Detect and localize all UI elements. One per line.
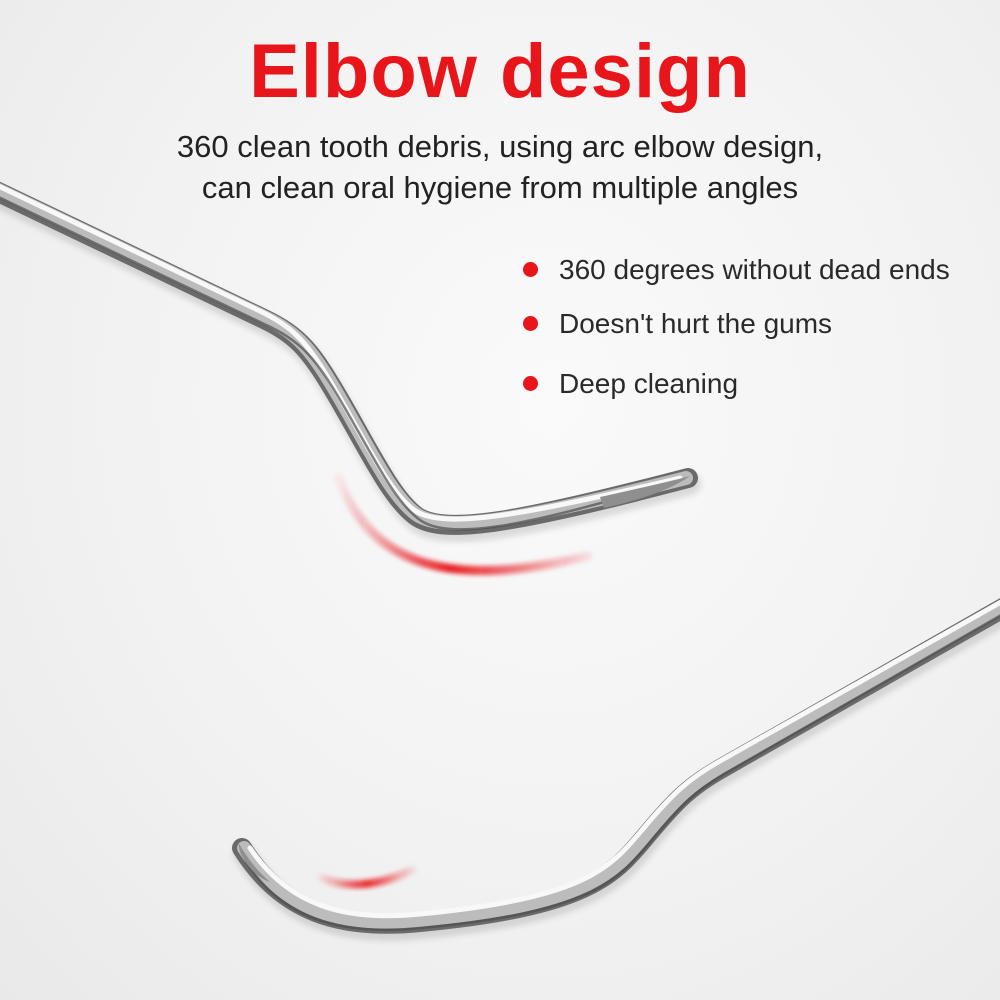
- bullet-dot-icon: [523, 262, 538, 277]
- lower-motion-arc: [318, 866, 416, 889]
- feature-label: 360 degrees without dead ends: [559, 254, 950, 285]
- subtitle: 360 clean tooth debris, using arc elbow …: [0, 126, 1000, 208]
- lower-hook-tool: [232, 598, 1000, 941]
- bullet-dot-icon: [523, 316, 538, 331]
- feature-label: Doesn't hurt the gums: [559, 308, 833, 339]
- subtitle-line-2: can clean oral hygiene from multiple ang…: [201, 170, 799, 205]
- page-title: Elbow design: [249, 29, 751, 114]
- bullet-dot-icon: [523, 376, 538, 391]
- upper-motion-arc: [333, 473, 593, 576]
- subtitle-line-1: 360 clean tooth debris, using arc elbow …: [176, 129, 824, 164]
- feature-label: Deep cleaning: [559, 368, 739, 399]
- upper-hook-tool: [0, 181, 701, 542]
